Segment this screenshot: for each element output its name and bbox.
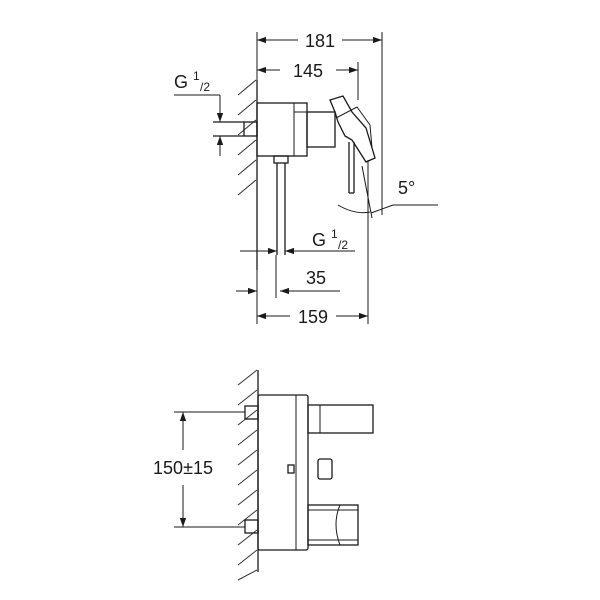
dim-145: [257, 62, 359, 100]
diverter-knob: [317, 458, 333, 480]
mixer-body-front: [257, 394, 309, 551]
side-view: 5° 181 145 G 1 /2 G: [174, 31, 438, 327]
angle-label: 5°: [398, 178, 415, 198]
svg-text:1: 1: [331, 227, 338, 241]
dim-159: [256, 160, 369, 324]
dim-159-label: 159: [298, 307, 328, 327]
thread-top-label: G 1 /2: [174, 69, 224, 156]
front-wall-hatching: [237, 369, 259, 581]
mixer-body-side: [256, 102, 336, 157]
dim-181: [256, 32, 383, 215]
svg-text:1: 1: [193, 69, 200, 83]
thread-bottom-label: G 1 /2: [240, 227, 355, 255]
dim-181-label: 181: [305, 31, 335, 51]
dim-150-label: 150±15: [153, 458, 213, 478]
svg-text:G: G: [312, 230, 326, 250]
front-view: 150±15: [153, 369, 374, 581]
bottom-outlet: [273, 155, 289, 255]
svg-text:G: G: [174, 72, 188, 92]
dim-35-label: 35: [306, 268, 326, 288]
dim-35: [236, 255, 340, 298]
angle-indicator: [337, 165, 438, 219]
spout-front: [307, 404, 374, 434]
lever-handle: [329, 95, 376, 194]
wall-hatching: [237, 79, 258, 270]
dim-150-centers: [174, 411, 245, 528]
svg-text:/2: /2: [200, 80, 210, 94]
lever-front: [307, 504, 359, 546]
top-inlet-stub: [244, 405, 259, 420]
dim-145-label: 145: [293, 61, 323, 81]
svg-text:/2: /2: [338, 238, 348, 252]
